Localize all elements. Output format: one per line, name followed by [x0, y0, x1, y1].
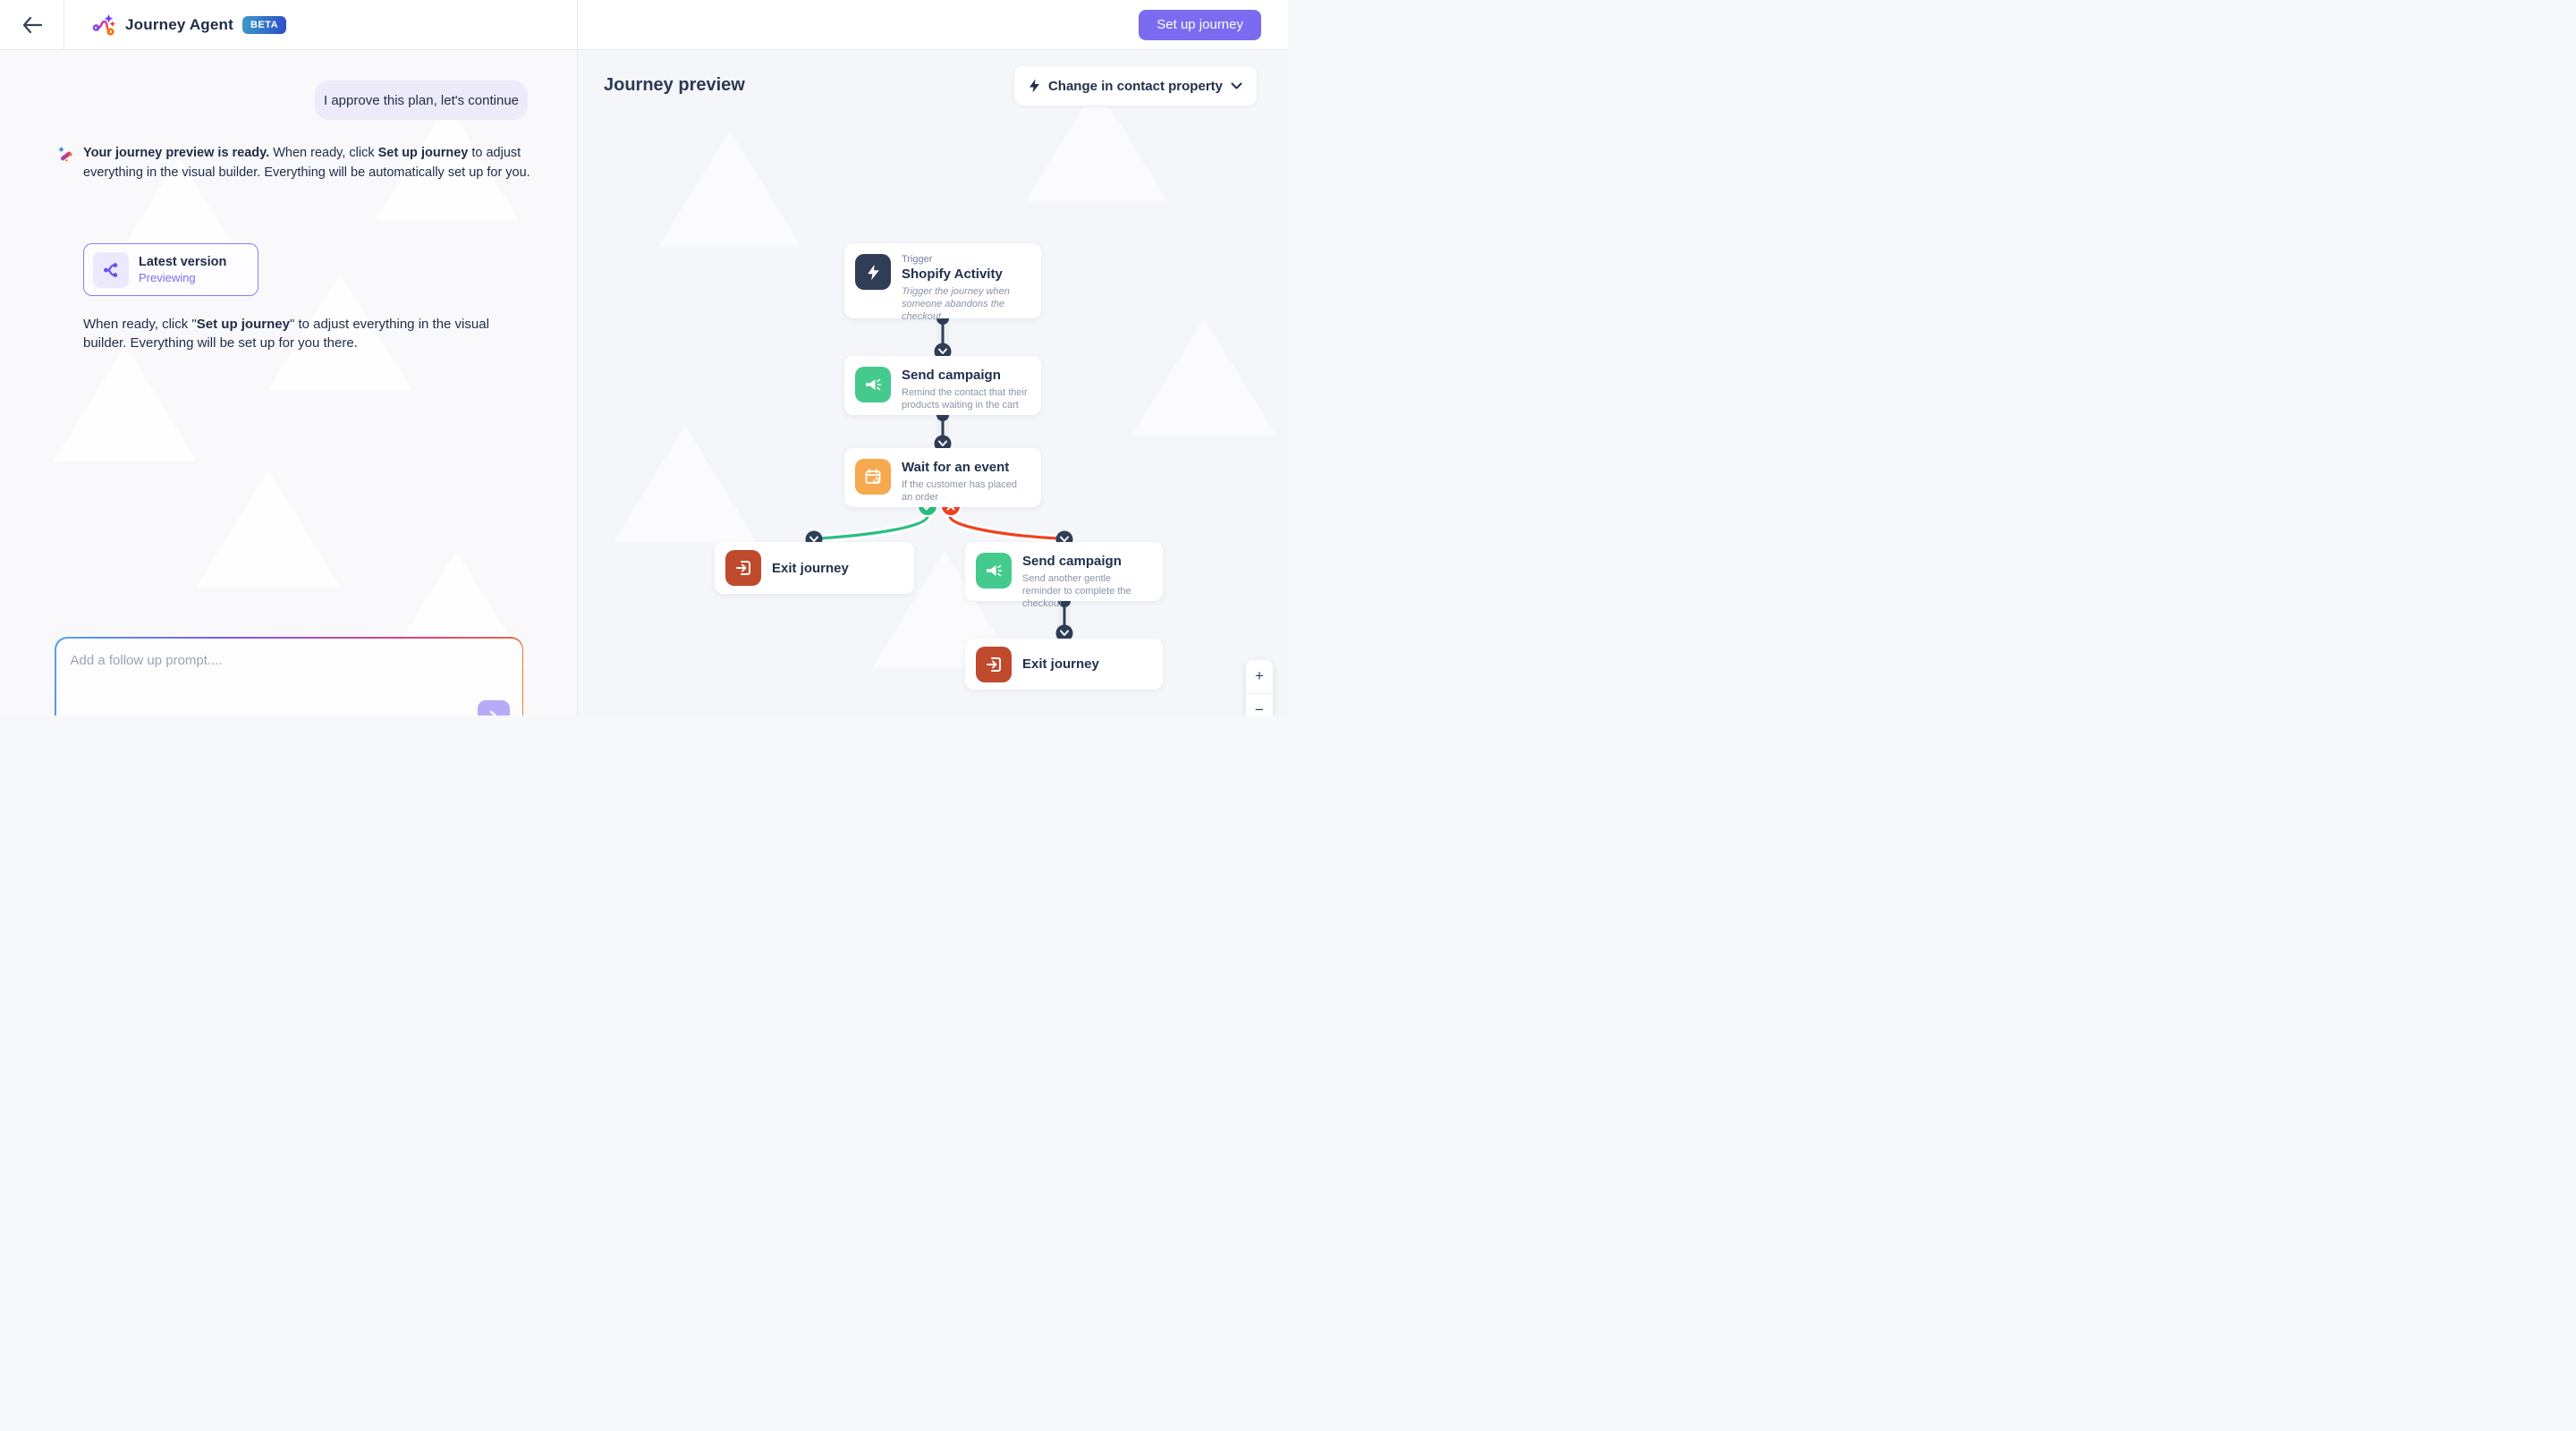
- megaphone-icon: [976, 553, 1012, 588]
- assistant-text-bold: Set up journey: [377, 146, 469, 160]
- beta-badge: BETA: [242, 15, 287, 34]
- follow-up-prompt-input[interactable]: [55, 638, 522, 716]
- assistant-text-bold: Your journey preview is ready.: [83, 146, 270, 160]
- pattern-triangle: [658, 131, 801, 247]
- node-kicker: Trigger: [902, 254, 933, 265]
- pattern-triangle: [1132, 318, 1275, 435]
- node-title: Shopify Activity: [902, 267, 1003, 282]
- assistant-text: When ready, click: [269, 146, 378, 160]
- canvas-zoom-controls: + −: [1246, 660, 1273, 716]
- node-exit-journey-bottom[interactable]: Exit journey: [965, 639, 1163, 690]
- calendar-clock-icon: [855, 459, 891, 495]
- send-prompt-button[interactable]: [477, 699, 510, 716]
- version-card-status: Previewing: [139, 271, 196, 284]
- followup-instructions: When ready, click "Set up journey" to ad…: [83, 315, 521, 352]
- node-trigger-shopify[interactable]: Trigger Shopify Activity Trigger the jou…: [844, 243, 1041, 322]
- version-card-title: Latest version: [139, 255, 227, 269]
- node-description: Trigger the journey when someone abandon…: [902, 286, 1010, 322]
- preview-title: Journey preview: [604, 75, 745, 95]
- pattern-triangle: [376, 104, 519, 220]
- node-title: Wait for an event: [902, 460, 1010, 475]
- chevron-down-icon: [1231, 82, 1242, 89]
- node-title: Send campaign: [902, 368, 1001, 383]
- arrow-left-icon: [22, 16, 42, 33]
- prompt-input-container: [55, 637, 523, 716]
- user-message-bubble: I approve this plan, let's continue: [315, 80, 528, 120]
- latest-version-card[interactable]: Latest version Previewing: [83, 243, 258, 296]
- pattern-triangle: [614, 426, 757, 542]
- back-button[interactable]: [17, 10, 47, 40]
- lightning-icon: [855, 254, 891, 290]
- trigger-type-dropdown[interactable]: Change in contact property: [1013, 66, 1257, 106]
- flow-connectors: [805, 311, 1073, 642]
- journey-canvas[interactable]: Trigger Shopify Activity Trigger the jou…: [578, 122, 1288, 716]
- node-description: If the customer has placed an order: [902, 479, 1018, 503]
- panel-divider: [577, 0, 578, 716]
- zoom-out-button[interactable]: −: [1246, 692, 1273, 716]
- journey-share-icon: [104, 262, 118, 277]
- magic-wand-icon: [57, 146, 75, 168]
- chat-panel: I approve this plan, let's continue Your…: [0, 50, 577, 716]
- node-wait-for-event[interactable]: Wait for an event If the customer has pl…: [844, 448, 1041, 507]
- journey-preview-panel: Journey preview Change in contact proper…: [578, 50, 1288, 716]
- node-description: Remind the contact that their products w…: [902, 387, 1028, 411]
- zoom-in-button[interactable]: +: [1246, 660, 1273, 693]
- app-title: Journey Agent: [125, 15, 233, 33]
- dropdown-label: Change in contact property: [1047, 78, 1223, 94]
- node-title: Send campaign: [1022, 554, 1122, 569]
- node-title: Exit journey: [1022, 656, 1099, 672]
- pattern-triangle: [268, 274, 411, 390]
- top-header: Journey Agent BETA Set up journey: [0, 0, 1288, 50]
- set-up-journey-button[interactable]: Set up journey: [1139, 9, 1261, 40]
- followup-text-bold: Set up journey: [196, 317, 290, 332]
- lightning-icon: [1029, 79, 1039, 93]
- node-description: Send another gentle reminder to complete…: [1022, 573, 1131, 609]
- chevron-right-icon: [489, 710, 497, 716]
- pattern-triangle: [197, 470, 340, 587]
- node-send-campaign-1[interactable]: Send campaign Remind the contact that th…: [844, 356, 1041, 415]
- assistant-message: Your journey preview is ready. When read…: [57, 143, 531, 182]
- node-exit-journey-left[interactable]: Exit journey: [715, 542, 914, 594]
- megaphone-icon: [855, 367, 891, 402]
- assistant-text: to adjust everything in the visual build…: [83, 146, 530, 180]
- exit-icon: [976, 646, 1012, 682]
- followup-text: When ready, click ": [83, 317, 197, 332]
- node-title: Exit journey: [772, 560, 849, 576]
- back-column: [0, 0, 64, 49]
- node-send-campaign-2[interactable]: Send campaign Send another gentle remind…: [965, 542, 1163, 609]
- exit-icon: [725, 550, 761, 586]
- version-icon-tile: [93, 251, 129, 288]
- pattern-triangle: [54, 345, 197, 461]
- journey-agent-logo-icon: [92, 13, 115, 36]
- followup-text: " to adjust everything in the visual bui…: [83, 317, 489, 351]
